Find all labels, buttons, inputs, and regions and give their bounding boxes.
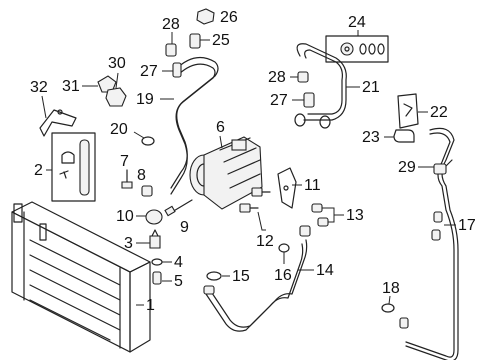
leader-20 <box>133 131 145 139</box>
callout-20: 20 <box>110 121 128 138</box>
callout-8: 8 <box>137 167 146 184</box>
callout-11: 11 <box>304 177 321 194</box>
callout-4: 4 <box>174 254 183 271</box>
cap-10 <box>145 209 163 225</box>
callout-30: 30 <box>108 55 126 72</box>
bracket-11 <box>277 167 297 209</box>
bolt-12a <box>251 187 271 197</box>
oring-18 <box>381 303 395 313</box>
callout-25: 25 <box>212 32 230 49</box>
callout-1: 1 <box>146 297 155 314</box>
callout-3: 3 <box>124 235 133 252</box>
bolt-9 <box>164 199 193 217</box>
clip-31 <box>97 75 117 93</box>
clip-30 <box>105 87 127 107</box>
leader-6 <box>219 135 223 149</box>
callout-19: 19 <box>136 91 154 108</box>
callout-27-upper: 27 <box>140 63 158 80</box>
seal-28-lower <box>297 71 309 83</box>
callout-28-upper: 28 <box>162 16 180 33</box>
callout-21: 21 <box>362 79 380 96</box>
nut-13b <box>317 217 329 227</box>
fitting-25 <box>189 33 201 49</box>
callout-17: 17 <box>458 217 476 234</box>
callout-15: 15 <box>232 268 250 285</box>
callout-18: 18 <box>382 280 400 297</box>
seal-block-24 <box>325 35 389 63</box>
valve-8 <box>141 185 153 197</box>
callout-12: 12 <box>256 233 274 250</box>
condenser <box>11 201 151 353</box>
valve-7 <box>121 169 133 189</box>
clamp-23 <box>393 129 415 143</box>
line-17 <box>399 127 459 360</box>
callout-7: 7 <box>120 153 129 170</box>
callout-31: 31 <box>62 78 80 95</box>
line-14 <box>203 225 311 332</box>
fitting-27-upper <box>172 62 182 78</box>
callout-16: 16 <box>274 267 292 284</box>
seal-28-upper <box>165 43 177 57</box>
valve-3 <box>149 229 161 249</box>
callout-10: 10 <box>116 208 134 225</box>
nut-13a <box>311 203 323 213</box>
sensor-29 <box>433 159 453 175</box>
receiver-drier <box>51 132 96 202</box>
leader-18 <box>388 295 391 305</box>
leader-30 <box>115 72 119 89</box>
callout-5: 5 <box>174 273 183 290</box>
bracket-22 <box>397 93 419 129</box>
valve-5 <box>152 271 162 285</box>
callout-14: 14 <box>316 262 334 279</box>
leader-32 <box>41 95 47 119</box>
fitting-27-lower <box>303 92 315 108</box>
bracket-32 <box>39 109 77 137</box>
seal-16 <box>278 243 290 253</box>
callout-27-lower: 27 <box>270 92 288 109</box>
callout-9: 9 <box>180 219 189 236</box>
callout-22: 22 <box>430 104 448 121</box>
callout-24: 24 <box>348 14 366 31</box>
callout-29: 29 <box>398 159 416 176</box>
compressor <box>189 136 263 210</box>
oring-4 <box>151 258 163 266</box>
callout-23: 23 <box>362 129 380 146</box>
bolt-12b <box>239 203 259 213</box>
hose-19 <box>170 56 219 195</box>
oring-15 <box>206 271 222 281</box>
callout-13: 13 <box>346 207 364 224</box>
nut-26 <box>196 8 215 25</box>
callout-2: 2 <box>34 162 43 179</box>
callout-6: 6 <box>216 119 225 136</box>
callout-32: 32 <box>30 79 48 96</box>
callout-28-lower: 28 <box>268 69 286 86</box>
hose-21 <box>294 43 347 129</box>
leader-12 <box>257 211 266 231</box>
callout-26: 26 <box>220 9 238 26</box>
seal-20 <box>141 136 155 146</box>
